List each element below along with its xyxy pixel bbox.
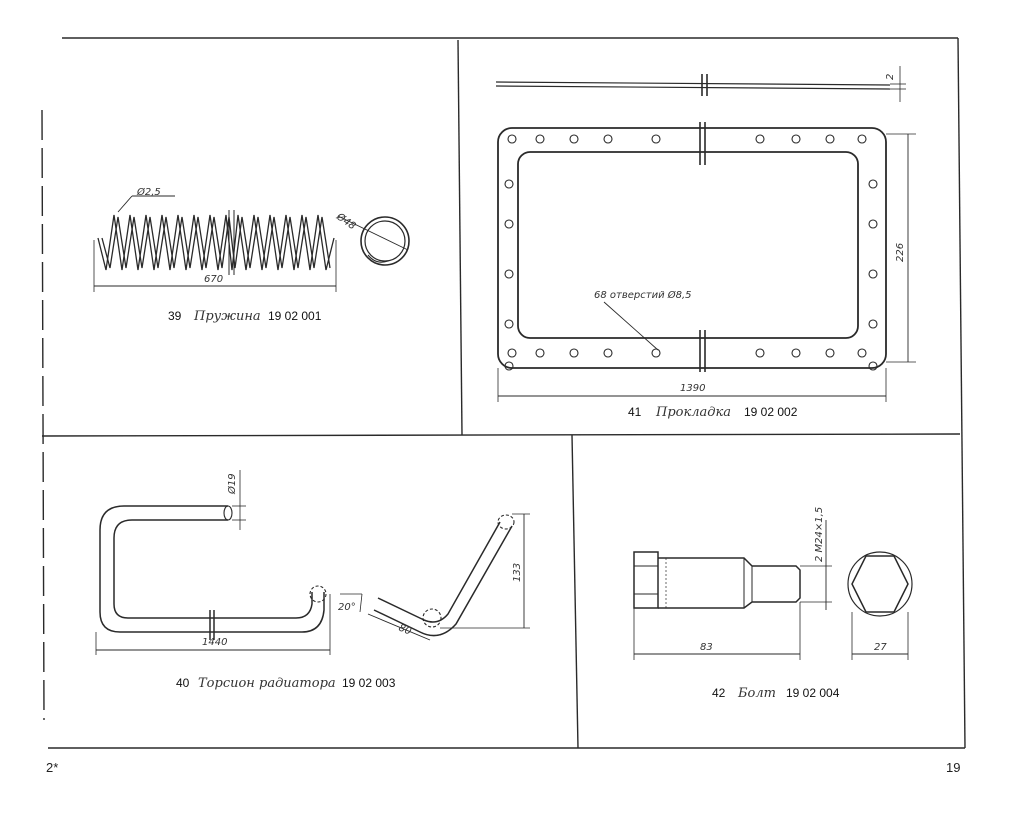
part-41-name: Прокладка	[655, 405, 731, 420]
gasket-hole	[868, 319, 878, 329]
torsion-diameter-dim: Ø19	[226, 473, 238, 495]
part-42-name: Болт	[737, 686, 776, 701]
gasket-hole	[791, 348, 801, 358]
gasket-hole	[651, 134, 661, 144]
spring-diameter-dim: Ø48	[333, 210, 358, 232]
gasket-hole	[791, 134, 801, 144]
gasket-hole	[857, 348, 867, 358]
gasket-hole	[535, 348, 545, 358]
part-40-number: 40	[176, 676, 190, 690]
gasket-hole	[535, 134, 545, 144]
torsion-drawing	[95, 470, 530, 655]
part-39-code: 19 02 001	[268, 309, 322, 323]
spring-drawing	[93, 195, 410, 292]
gasket-hole	[868, 361, 878, 371]
gasket-hole	[651, 348, 661, 358]
gasket-hole	[504, 361, 514, 371]
gasket-holes	[504, 134, 878, 371]
gasket-hole	[603, 348, 613, 358]
gasket-hole	[868, 219, 878, 229]
part-40-code: 19 02 003	[342, 676, 396, 690]
part-42-code: 19 02 004	[786, 686, 840, 700]
part-39-name: Пружина	[193, 309, 261, 324]
gasket-hole	[755, 348, 765, 358]
gasket-hole	[825, 134, 835, 144]
panel-borders	[41, 37, 966, 749]
page-number: 19	[946, 760, 960, 775]
gasket-hole	[825, 348, 835, 358]
gasket-hole	[868, 179, 878, 189]
spring-length-dim: 670	[204, 274, 223, 285]
torsion-offset-dim: 80	[397, 623, 413, 638]
part-40-name: Торсион радиатора	[198, 676, 336, 691]
part-39-number: 39	[168, 309, 182, 323]
gasket-holes-note: 68 отверстий Ø8,5	[594, 289, 692, 301]
part-41-number: 41	[628, 405, 642, 419]
torsion-height-dim: 133	[512, 563, 523, 582]
gasket-hole	[603, 134, 613, 144]
gasket-hole	[504, 219, 514, 229]
gasket-hole	[755, 134, 765, 144]
gasket-hole	[504, 179, 514, 189]
gasket-hole	[569, 348, 579, 358]
gasket-height-dim: 226	[895, 243, 906, 262]
bolt-thread-dim: 2 M24×1,5	[814, 507, 825, 562]
torsion-angle-dim: 20°	[338, 602, 356, 613]
spring-wire-dim: Ø2,5	[136, 186, 161, 198]
part-42-number: 42	[712, 686, 726, 700]
part-41-code: 19 02 002	[744, 405, 798, 419]
gasket-hole	[569, 134, 579, 144]
gasket-hole	[868, 269, 878, 279]
bolt-flats-dim: 27	[874, 642, 887, 653]
bolt-length-dim: 83	[700, 642, 713, 653]
gasket-hole	[507, 134, 517, 144]
gasket-drawing	[495, 66, 916, 402]
gasket-thickness-dim: 2	[885, 74, 896, 80]
bolt-drawing	[633, 520, 913, 660]
gasket-hole	[507, 348, 517, 358]
corner-mark: 2*	[46, 760, 58, 775]
gasket-hole	[504, 269, 514, 279]
gasket-hole	[857, 134, 867, 144]
gasket-hole	[504, 319, 514, 329]
torsion-length-dim: 1440	[202, 637, 227, 648]
gasket-length-dim: 1390	[680, 383, 705, 394]
